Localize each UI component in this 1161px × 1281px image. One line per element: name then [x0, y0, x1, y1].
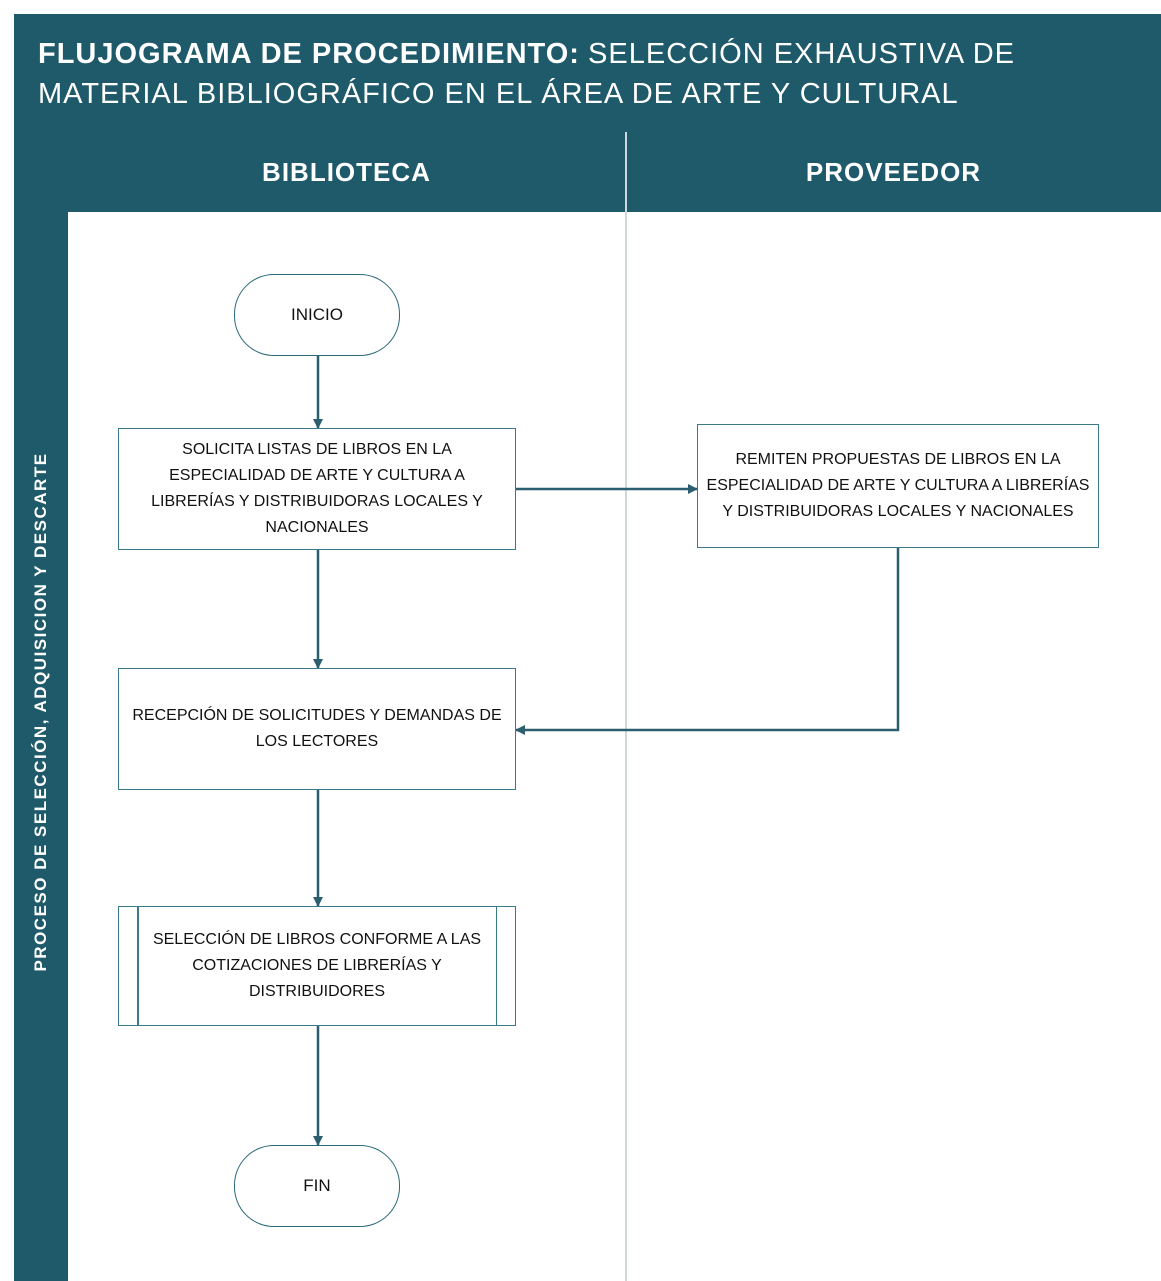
process-recepcion: RECEPCIÓN DE SOLICITUDES Y DEMANDAS DE L… [118, 668, 516, 790]
title-bold: FLUJOGRAMA DE PROCEDIMIENTO: [38, 38, 580, 70]
process-solicita: SOLICITA LISTAS DE LIBROS EN LA ESPECIAL… [118, 428, 516, 550]
process-lane [14, 132, 68, 1281]
arrow-remiten-to-recepcion [515, 548, 900, 735]
process-remiten: REMITEN PROPUESTAS DE LIBROS EN LA ESPEC… [697, 424, 1099, 548]
subprocess-seleccion: SELECCIÓN DE LIBROS CONFORME A LAS COTIZ… [118, 906, 516, 1026]
start-node: INICIO [234, 274, 400, 356]
page-title: FLUJOGRAMA DE PROCEDIMIENTO: SELECCIÓN E… [14, 14, 1161, 132]
lane-divider [625, 132, 627, 1281]
end-node: FIN [234, 1145, 400, 1227]
title-subtitle: SELECCIÓN EXHAUSTIVA DE MATERIAL BIBLIOG… [38, 38, 1015, 110]
lane-header-proveedor: PROVEEDOR [626, 132, 1161, 212]
lane-header-biblioteca: BIBLIOTECA [68, 132, 625, 212]
